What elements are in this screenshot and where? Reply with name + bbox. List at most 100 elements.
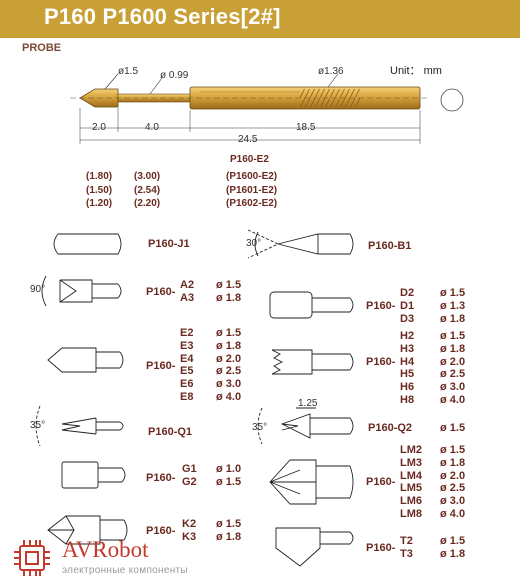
k-diams: ø 1.5 ø 1.8 — [216, 518, 241, 544]
q2-angle: 35° — [252, 422, 268, 433]
lm-code: LM2 — [400, 444, 422, 456]
h-diam: ø 2.5 — [440, 368, 466, 381]
model-left-item: (1.20) — [86, 198, 113, 209]
model-col-right: (P1600-E2) (P1601-E2) (P1602-E2) — [226, 170, 277, 211]
h-diam: ø 3.0 — [440, 381, 466, 394]
q2-diam: ø 1.5 — [440, 422, 466, 434]
e-diam: ø 1.5 — [216, 327, 242, 339]
tip-q2-drawing — [257, 407, 354, 445]
h-diam: ø 2.0 — [440, 355, 466, 368]
d-diam: ø 1.8 — [440, 313, 466, 325]
q2-dim: 1.25 — [298, 398, 318, 409]
d-diam: ø 1.5 — [440, 287, 466, 299]
probe-label: PROBE — [22, 42, 62, 54]
lm-code: LM5 — [400, 482, 422, 495]
q1-angle: 35° — [30, 420, 46, 431]
h-code: H3 — [400, 342, 415, 355]
probe-end-view-icon — [440, 88, 464, 112]
t-prefix: P160- — [366, 542, 396, 554]
h-code: H2 — [400, 330, 415, 342]
a-prefix: P160- — [146, 286, 176, 298]
lm-diam: ø 3.0 — [440, 495, 466, 508]
g-diams: ø 1.0 ø 1.5 — [216, 463, 241, 489]
t-diams: ø 1.5 ø 1.8 — [440, 535, 465, 561]
h-code: H8 — [400, 393, 415, 406]
d-code: D1 — [400, 300, 415, 312]
dim-length-3: 18.5 — [296, 122, 316, 133]
k-code: K2 — [182, 518, 197, 530]
k-diam: ø 1.5 — [216, 518, 242, 530]
d-code: D2 — [400, 287, 415, 299]
lm-diam: ø 2.0 — [440, 469, 466, 482]
tip-k-drawing — [47, 515, 128, 545]
a-diams: ø 1.5 ø 1.8 — [216, 279, 241, 305]
t-diam: ø 1.8 — [440, 548, 466, 560]
tip-j1-drawing — [53, 233, 122, 255]
g-prefix: P160- — [146, 472, 176, 484]
h-code: H6 — [400, 381, 415, 394]
model-right-item: (P1601-E2) — [226, 184, 278, 196]
h-code: H5 — [400, 368, 415, 381]
d-diam: ø 1.3 — [440, 300, 466, 312]
a-code: A2 — [180, 279, 195, 291]
dim-plunger-diameter: ø 0.99 — [160, 70, 189, 81]
d-code: D3 — [400, 313, 415, 325]
a-diam: ø 1.8 — [216, 292, 242, 304]
g-diam: ø 1.5 — [216, 476, 242, 488]
dim-tip-diameter: ø1.5 — [118, 66, 139, 77]
e-diam: ø 2.5 — [216, 365, 242, 378]
g-diam: ø 1.0 — [216, 463, 242, 475]
lm-diam: ø 4.0 — [440, 507, 466, 520]
k-codes: K2 K3 — [182, 518, 196, 544]
e-code: E4 — [180, 352, 194, 365]
t-diam: ø 1.5 — [440, 535, 466, 547]
e-prefix: P160- — [146, 360, 176, 372]
e-code: E2 — [180, 327, 194, 339]
lm-code: LM3 — [400, 456, 422, 469]
q1-label: P160-Q1 — [148, 426, 193, 438]
model-mid-item: (2.20) — [134, 198, 161, 209]
g-codes: G1 G2 — [182, 463, 197, 489]
h-code: H4 — [400, 355, 415, 368]
dim-length-1: 2.0 — [92, 122, 106, 133]
model-col-left: (1.80) (1.50) (1.20) — [86, 170, 112, 211]
chip-logo-icon — [14, 540, 50, 576]
logo-tagline: электронные компоненты — [62, 565, 188, 576]
tip-h-drawing — [271, 349, 354, 375]
j1-label: P160-J1 — [148, 238, 190, 250]
header-bar: P160 P1600 Series[2#] — [0, 0, 520, 38]
e-code: E6 — [180, 378, 194, 391]
g-code: G1 — [182, 463, 197, 475]
model-left-item: (1.80) — [86, 171, 113, 182]
d-diams: ø 1.5 ø 1.3 ø 1.8 — [440, 287, 465, 326]
lm-code: LM6 — [400, 495, 422, 508]
e-codes: E2 E3 E4 E5 E6 E8 — [180, 327, 193, 404]
logo-name: AVRobot — [62, 537, 149, 562]
tip-t-drawing — [275, 527, 354, 567]
tip-q1-drawing — [35, 405, 124, 447]
lm-prefix: P160- — [366, 476, 396, 488]
model-right-item: (P1600-E2) — [226, 171, 278, 182]
probe-drawing — [70, 73, 464, 144]
d-prefix: P160- — [366, 300, 396, 312]
a-codes: A2 A3 — [180, 279, 194, 305]
e-diam: ø 3.0 — [216, 378, 242, 391]
lm-code: LM4 — [400, 469, 422, 482]
model-left-item: (1.50) — [86, 184, 113, 196]
e-code: E8 — [180, 390, 194, 403]
e-diam: ø 1.8 — [216, 339, 242, 352]
lm-diam: ø 2.5 — [440, 482, 466, 495]
a-diam: ø 1.5 — [216, 279, 242, 291]
h-prefix: P160- — [366, 356, 396, 368]
lm-code: LM8 — [400, 507, 422, 520]
b1-label: P160-B1 — [368, 240, 412, 252]
dim-total-length: 24.5 — [238, 134, 258, 145]
e-code: E3 — [180, 339, 194, 352]
a-angle: 90° — [30, 284, 46, 295]
e-diams: ø 1.5 ø 1.8 ø 2.0 ø 2.5 ø 3.0 ø 4.0 — [216, 327, 241, 404]
model-right-item: (P1602-E2) — [226, 198, 278, 209]
t-codes: T2 T3 — [400, 535, 413, 561]
model-col-mid: (3.00) (2.54) (2.20) — [134, 170, 160, 211]
dim-length-2: 4.0 — [145, 122, 159, 133]
